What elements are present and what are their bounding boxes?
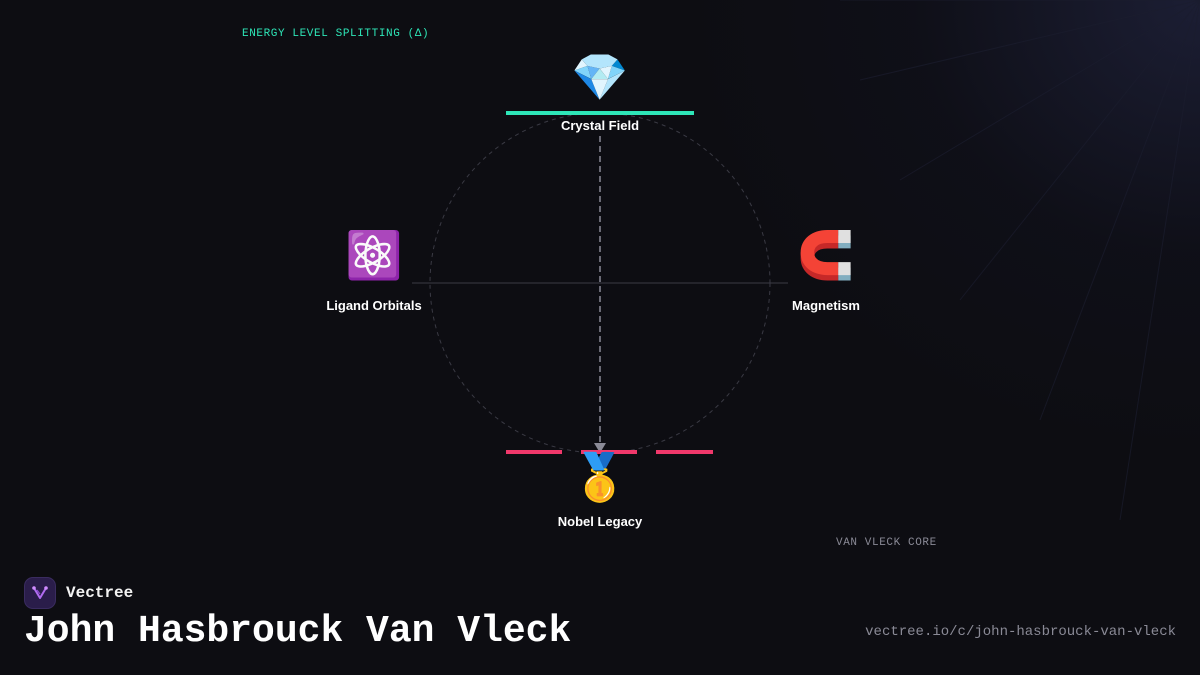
page-title: John Hasbrouck Van Vleck xyxy=(24,610,572,653)
core-caption: VAN VLECK CORE xyxy=(836,537,937,549)
node-ligand-orbitals: ⚛️ Ligand Orbitals xyxy=(284,228,464,313)
page-url[interactable]: vectree.io/c/john-hasbrouck-van-vleck xyxy=(865,624,1176,640)
arrow-head xyxy=(594,443,606,453)
node-crystal-field: 💎 Crystal Field xyxy=(510,50,690,133)
medal-icon: 🥇 xyxy=(571,450,629,504)
vectree-logo-icon xyxy=(24,577,56,609)
node-label-crystal-field: Crystal Field xyxy=(560,118,640,133)
atom-icon: ⚛️ xyxy=(345,228,403,282)
magnet-icon: 🧲 xyxy=(797,228,855,282)
gem-icon: 💎 xyxy=(571,50,629,104)
energy-splitting-caption: ENERGY LEVEL SPLITTING (Δ) xyxy=(242,28,430,40)
node-label-ligand-orbitals: Ligand Orbitals xyxy=(326,298,422,313)
node-label-magnetism: Magnetism xyxy=(792,298,860,313)
node-magnetism: 🧲 Magnetism xyxy=(736,228,916,313)
node-label-nobel-legacy: Nobel Legacy xyxy=(557,514,643,529)
node-nobel-legacy: 🥇 Nobel Legacy xyxy=(510,450,690,529)
brand: Vectree xyxy=(24,577,133,609)
brand-name: Vectree xyxy=(66,584,134,602)
